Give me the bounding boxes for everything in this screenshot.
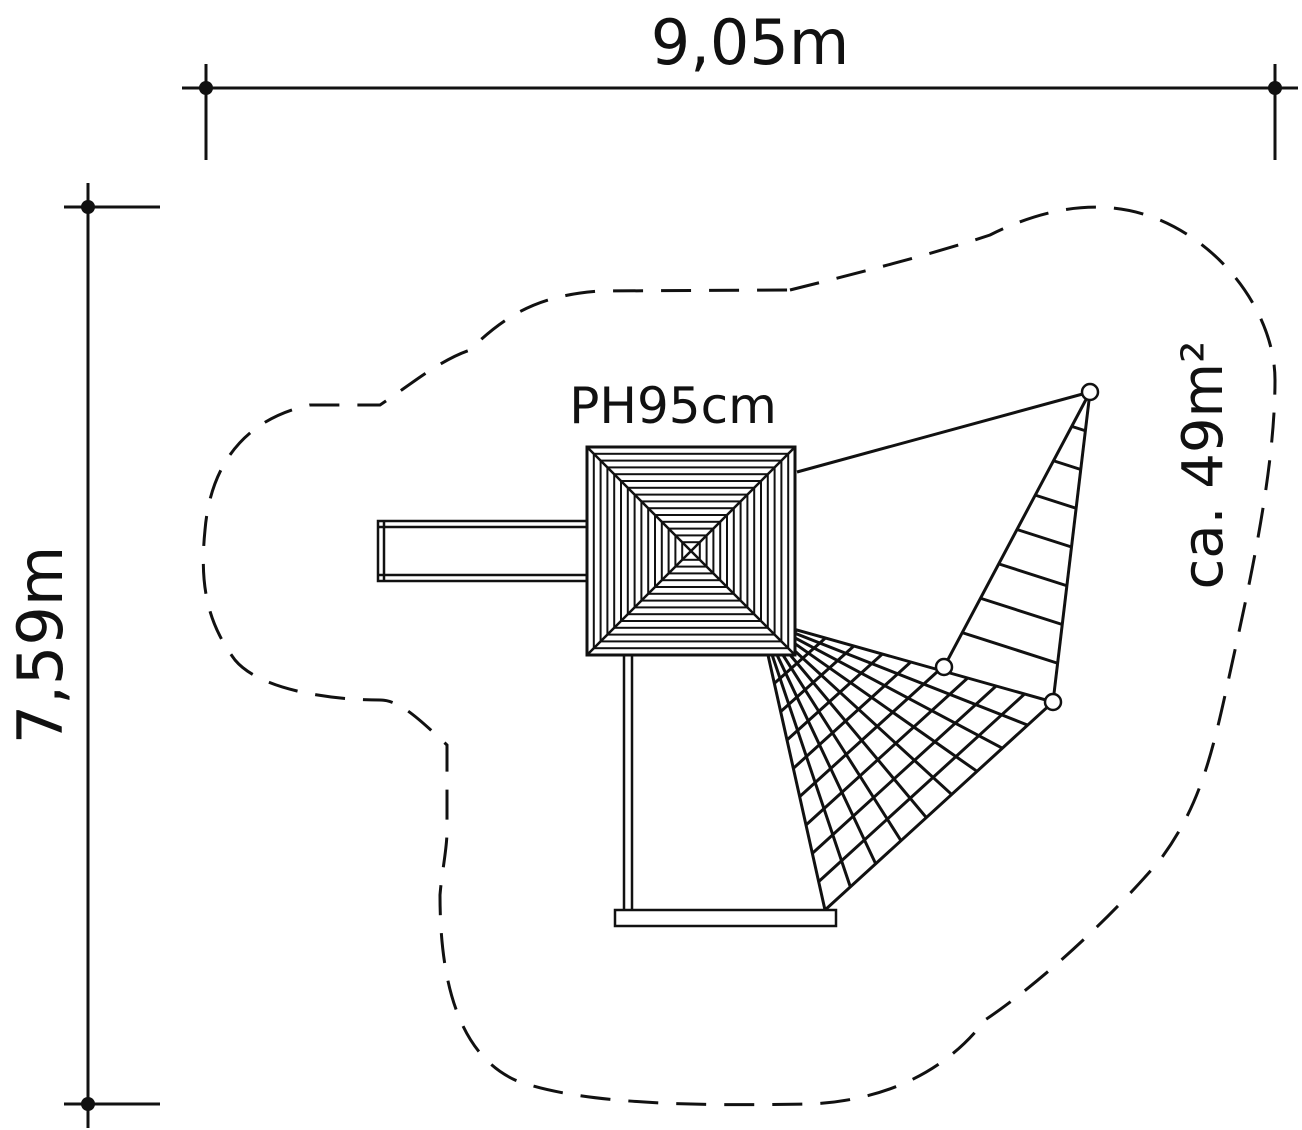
ladder-rung — [1071, 424, 1086, 433]
net-strand — [776, 645, 903, 842]
width-dimension — [182, 64, 1298, 160]
roof-ring — [640, 500, 742, 602]
roof-ring — [681, 541, 701, 561]
roof-ring — [620, 480, 762, 622]
roof-ring — [626, 486, 756, 616]
ladder-rung — [998, 562, 1068, 588]
roof-ring — [654, 514, 728, 588]
rope-ladder — [796, 390, 1092, 703]
ladder-rung — [980, 596, 1063, 626]
net-strand — [779, 642, 928, 819]
net-strand — [783, 640, 953, 796]
net-strand — [792, 660, 912, 770]
climbing-net — [766, 628, 1057, 913]
width-dot-left — [199, 81, 213, 95]
roof-ring — [606, 466, 776, 636]
net-strand — [773, 648, 878, 865]
height-label: 7,59m — [4, 546, 77, 744]
roof-ring — [674, 534, 708, 568]
net-strand — [785, 652, 884, 742]
roof-ring — [667, 527, 715, 575]
net-strand — [793, 631, 1029, 727]
anchor-point-bottom — [1043, 692, 1063, 712]
net-strand — [789, 634, 1004, 750]
base-board — [613, 908, 838, 928]
platform-label: PH95cm — [569, 377, 777, 435]
roof-ring — [660, 520, 722, 582]
net-strand — [779, 644, 855, 713]
net-strand — [817, 692, 1026, 883]
area-label: ca. 49m² — [1171, 341, 1236, 590]
height-dimension — [64, 183, 160, 1128]
net-strand — [773, 636, 827, 685]
platform-roof — [585, 445, 797, 657]
support-post — [622, 656, 634, 910]
anchor-point-middle — [934, 657, 954, 677]
roof-ring — [633, 493, 749, 609]
slide — [376, 519, 590, 583]
net-strand — [769, 651, 852, 888]
net-strand — [786, 637, 978, 773]
roof-ring — [592, 452, 790, 650]
safety-area-outline — [201, 205, 1277, 1107]
roof-ring — [613, 473, 769, 629]
roof-ring — [599, 459, 783, 643]
net-strand — [811, 684, 998, 855]
ladder-rung — [1053, 459, 1082, 471]
ladder-rung — [1034, 493, 1077, 510]
roof-ring — [647, 507, 735, 595]
height-dot-bottom — [81, 1097, 95, 1111]
net-strand — [804, 676, 969, 827]
ladder-rung — [961, 631, 1059, 665]
ladder-rung — [1016, 528, 1072, 549]
anchor-point-top — [1080, 382, 1100, 402]
net-strand — [798, 668, 941, 798]
width-dot-right — [1268, 81, 1282, 95]
width-label: 9,05m — [651, 6, 849, 79]
height-dot-top — [81, 200, 95, 214]
